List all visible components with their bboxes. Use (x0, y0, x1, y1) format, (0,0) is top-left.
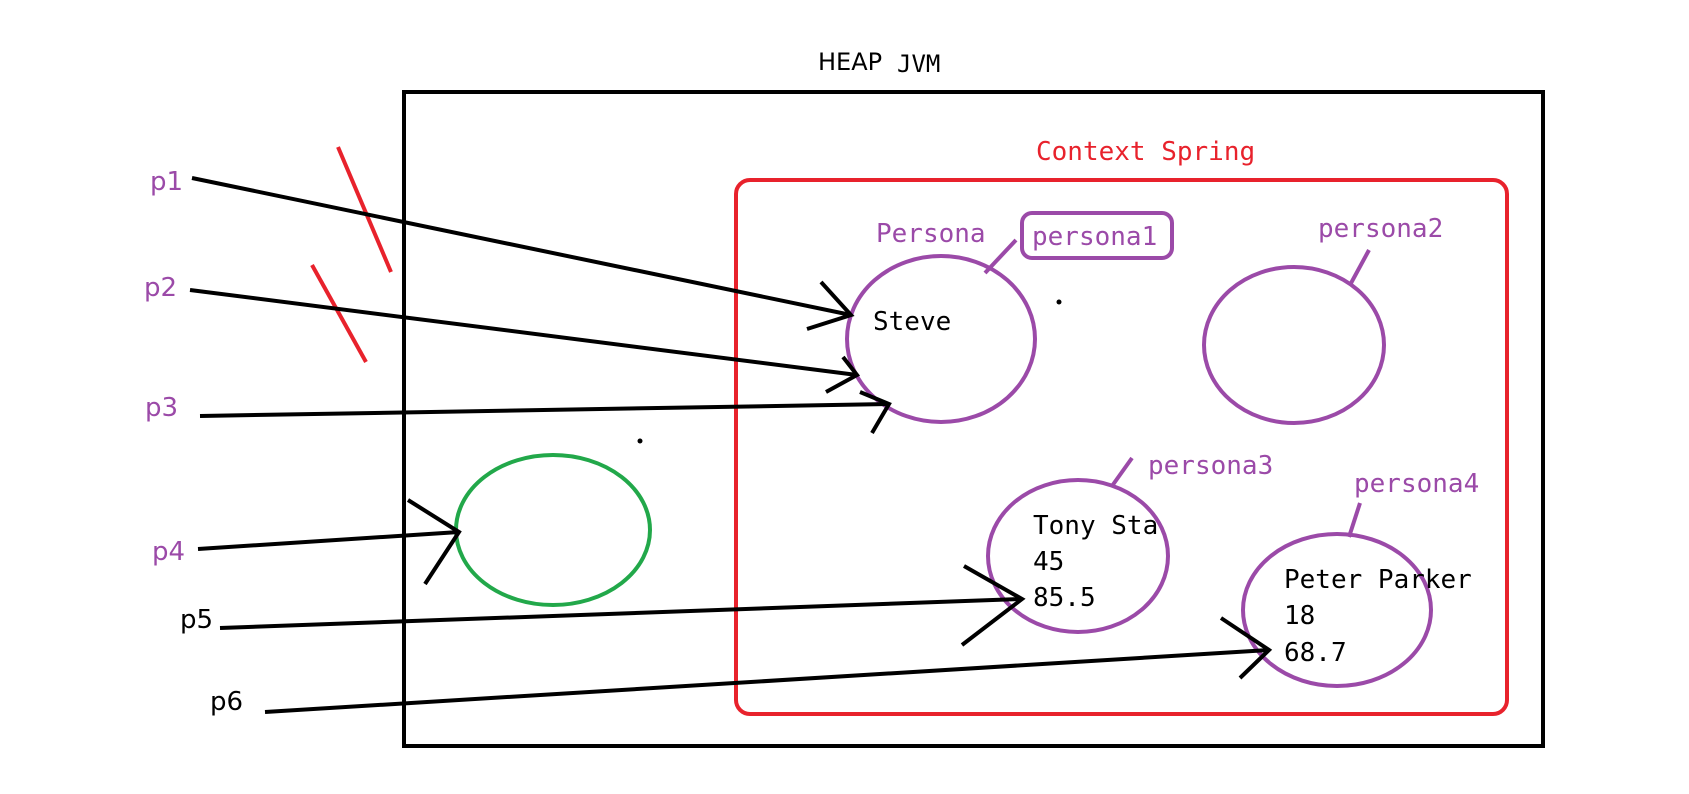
reference-p3: p3 (145, 393, 178, 423)
persona4-label: persona4 (1354, 469, 1479, 499)
persona4-label-pointer (1347, 502, 1362, 538)
arrow-p3-to-persona1 (199, 390, 892, 435)
persona3-field-age: 45 (1033, 547, 1064, 577)
persona4-field-age: 18 (1284, 601, 1315, 631)
reference-p2: p2 (144, 273, 177, 303)
persona1-field-name: Steve (873, 307, 951, 337)
arrow-p5-to-persona3 (219, 564, 1026, 647)
reference-p1: p1 (150, 167, 183, 197)
arrow-p4-to-outside-object (197, 498, 462, 586)
arrow-p1-to-persona1 (191, 176, 855, 331)
persona3-label-pointer (1110, 456, 1134, 488)
persona-type-label: Persona (876, 219, 986, 249)
persona4-field-weight: 68.7 (1284, 638, 1347, 668)
persona3-field-name: Tony Stark (1033, 511, 1190, 541)
outside-context-object (454, 453, 652, 607)
context-spring-title: Context Spring (1036, 137, 1255, 167)
heap-box (402, 90, 1545, 748)
strike-mark-p2 (310, 264, 368, 363)
stray-dot-2 (637, 438, 643, 444)
arrow-p2-to-persona1 (189, 288, 861, 394)
persona4-field-name: Peter Parker (1284, 565, 1472, 595)
persona1-label: persona1 (1032, 222, 1157, 252)
heap-title: HEAP (818, 48, 882, 76)
reference-p4: p4 (152, 537, 185, 567)
persona1-object (845, 254, 1037, 424)
context-spring-box (734, 178, 1509, 716)
reference-p5: p5 (180, 605, 213, 635)
heap-title-jvm: JVM (897, 50, 940, 78)
persona4-object (1241, 532, 1433, 688)
persona3-field-weight: 85.5 (1033, 583, 1096, 613)
persona3-label: persona3 (1148, 451, 1273, 481)
persona2-object (1202, 265, 1386, 425)
persona3-object (986, 478, 1170, 634)
reference-p6: p6 (210, 687, 243, 717)
persona1-label-box (1020, 211, 1174, 260)
persona2-label-pointer (1348, 249, 1371, 286)
persona2-label: persona2 (1318, 214, 1443, 244)
strike-mark-p1 (336, 146, 393, 273)
arrow-p6-to-persona4 (264, 616, 1273, 714)
stray-dot-1 (1056, 299, 1062, 305)
